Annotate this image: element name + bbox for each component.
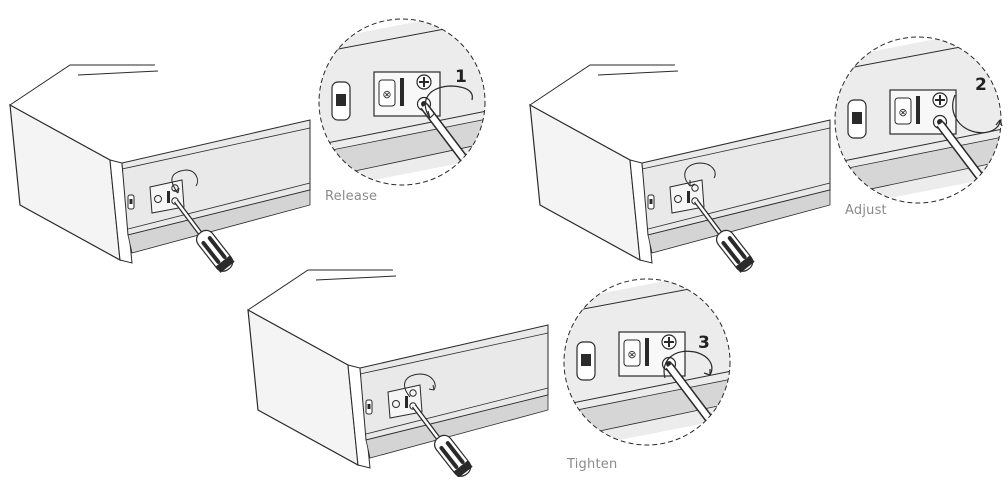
step-2-number: 2 — [975, 75, 987, 95]
step-2-magnifier-circle-icon — [828, 25, 1008, 222]
step-1-caption: Release — [325, 189, 377, 204]
step-1-magnifier-circle-icon — [312, 7, 508, 204]
step-3-magnifier-circle-icon — [557, 267, 753, 464]
step-2-drawer-illustration — [530, 65, 830, 274]
step-3-number: 3 — [698, 333, 710, 353]
step-2-caption: Adjust — [845, 203, 887, 218]
step-1-drawer-illustration — [10, 65, 310, 274]
step-1-number: 1 — [455, 67, 467, 87]
step-3-drawer-illustration — [248, 270, 548, 477]
step-3-caption: Tighten — [567, 457, 617, 472]
